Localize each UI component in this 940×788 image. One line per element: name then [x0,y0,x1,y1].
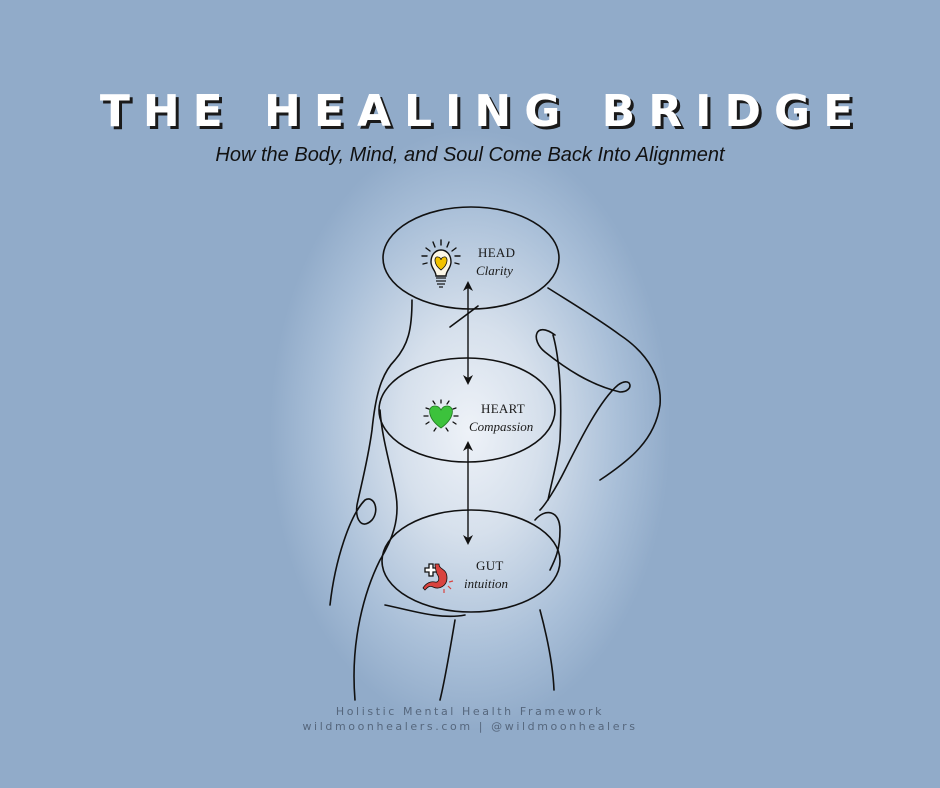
gut-label: GUT [476,558,504,573]
lightbulb-heart-icon [421,239,461,288]
heart-ellipse [378,357,556,463]
page-title: THE HEALING BRIDGE [99,86,867,137]
page-subtitle: How the Body, Mind, and Soul Come Back I… [215,144,725,166]
head-label: HEAD [478,245,516,260]
gut-ellipse [381,509,561,613]
heart-label: HEART [481,401,526,416]
gut-quality: intuition [464,576,509,591]
head-ellipse [382,206,560,310]
footer-links: wildmoonhealers.com | @wildmoonhealers [302,720,638,733]
head-quality: Clarity [476,263,513,278]
footer-framework: Holistic Mental Health Framework [335,705,605,718]
stomach-icon [422,563,454,593]
green-heart-icon [423,399,459,432]
body-outline [329,287,661,701]
heart-quality: Compassion [469,419,534,434]
